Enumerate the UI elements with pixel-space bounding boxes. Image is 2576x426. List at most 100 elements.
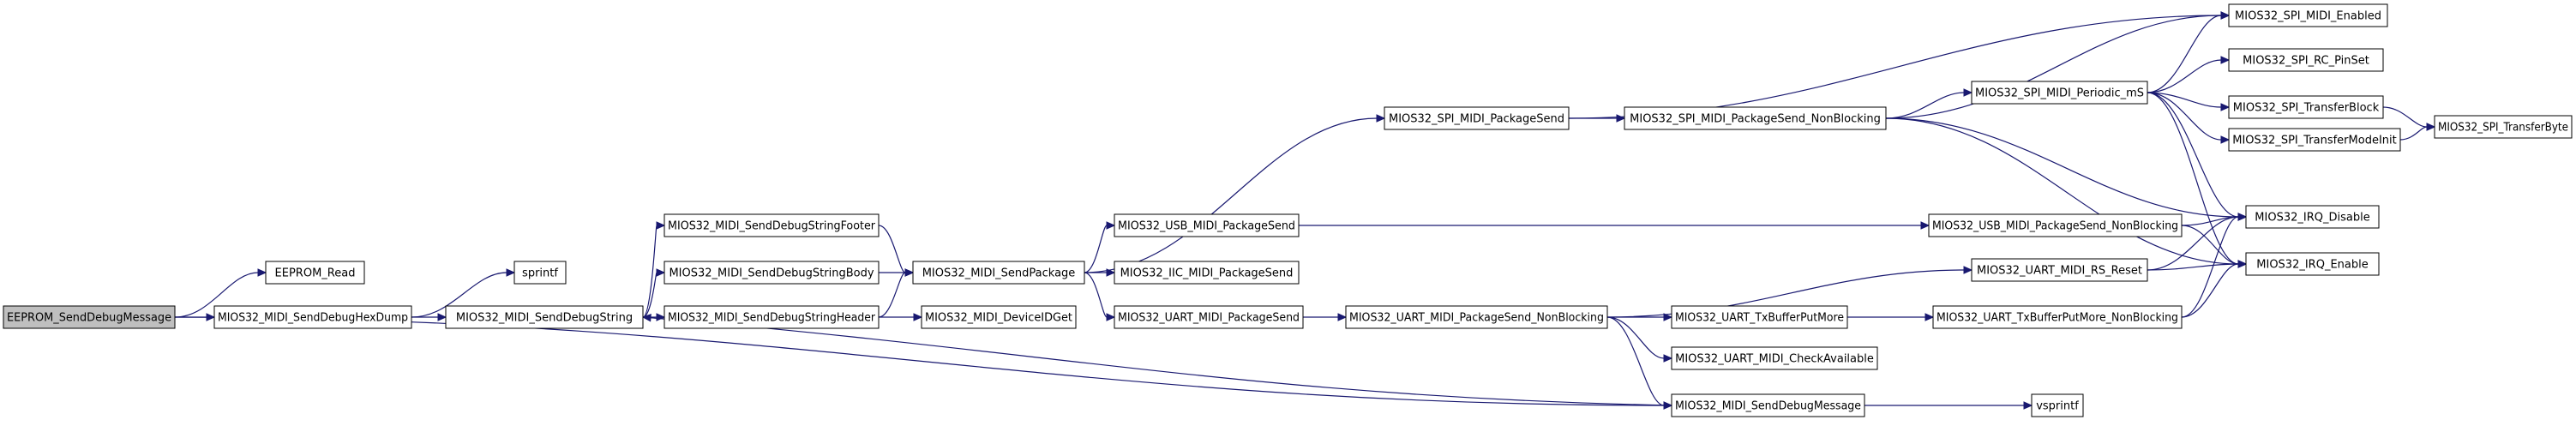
node-n24[interactable]: MIOS32_USB_MIDI_PackageSend_NonBlocking bbox=[1928, 213, 2183, 237]
node-label: MIOS32_MIDI_SendDebugStringHeader bbox=[668, 312, 876, 325]
node-label: MIOS32_UART_TxBufferPutMore_NonBlocking bbox=[1937, 312, 2178, 325]
node-n19[interactable]: MIOS32_SPI_MIDI_Periodic_mS bbox=[1971, 81, 2148, 105]
edge-n25-to-n30 bbox=[2147, 263, 2239, 271]
node-box[interactable] bbox=[2245, 205, 2380, 229]
node-box[interactable] bbox=[921, 305, 1077, 329]
node-n9[interactable]: MIOS32_MIDI_SendPackage bbox=[912, 261, 1085, 285]
node-box[interactable] bbox=[912, 261, 1085, 285]
edge-n5-to-n9 bbox=[878, 225, 906, 273]
node-box[interactable] bbox=[664, 305, 880, 329]
node-label: MIOS32_UART_MIDI_RS_Reset bbox=[1977, 265, 2142, 278]
edge-n19-to-n29 bbox=[2147, 92, 2239, 218]
node-n5[interactable]: MIOS32_MIDI_SendDebugStringFooter bbox=[664, 213, 880, 237]
node-n6[interactable]: MIOS32_MIDI_SendDebugStringBody bbox=[664, 261, 880, 285]
arrowhead-n15-to-n27 bbox=[1663, 354, 1673, 363]
node-box[interactable] bbox=[1384, 106, 1570, 130]
node-n22[interactable]: MIOS32_SPI_TransferModeInit bbox=[2228, 128, 2401, 152]
node-box[interactable] bbox=[1345, 305, 1608, 329]
node-box[interactable] bbox=[2228, 3, 2388, 27]
node-box[interactable] bbox=[2031, 393, 2084, 417]
node-n15[interactable]: MIOS32_UART_MIDI_PackageSend_NonBlocking bbox=[1345, 305, 1608, 329]
arrowhead-n4-to-n6 bbox=[656, 268, 666, 277]
node-box[interactable] bbox=[2228, 128, 2401, 152]
node-n17[interactable]: vsprintf bbox=[2031, 393, 2084, 417]
node-label: MIOS32_MIDI_SendDebugMessage bbox=[1675, 400, 1861, 413]
edge-n19-to-n30 bbox=[2147, 92, 2239, 265]
edge-n25-to-n29 bbox=[2147, 216, 2239, 271]
node-label: vsprintf bbox=[2036, 400, 2079, 413]
node-box[interactable] bbox=[445, 305, 644, 329]
node-label: MIOS32_MIDI_SendDebugHexDump bbox=[218, 312, 408, 325]
edge-n19-to-n21 bbox=[2147, 92, 2222, 108]
node-box[interactable] bbox=[2245, 252, 2380, 276]
edge-n19-to-n22 bbox=[2147, 92, 2222, 141]
node-box[interactable] bbox=[1671, 346, 1878, 370]
node-n13[interactable]: MIOS32_UART_MIDI_PackageSend bbox=[1114, 305, 1304, 329]
node-box[interactable] bbox=[213, 305, 412, 329]
node-box[interactable] bbox=[1971, 258, 2148, 282]
node-box[interactable] bbox=[1671, 393, 1865, 417]
node-label: MIOS32_SPI_MIDI_Periodic_mS bbox=[1975, 87, 2144, 100]
node-n1[interactable]: EEPROM_Read bbox=[265, 261, 365, 285]
node-box[interactable] bbox=[265, 261, 365, 285]
arrowhead-n19-to-n20 bbox=[2220, 56, 2231, 64]
node-label: MIOS32_MIDI_DeviceIDGet bbox=[925, 312, 1072, 325]
edge-n15-to-n16 bbox=[1606, 316, 1665, 406]
root-node-box[interactable] bbox=[3, 305, 176, 329]
node-n12[interactable]: MIOS32_IIC_MIDI_PackageSend bbox=[1114, 261, 1300, 285]
edge-n15-to-n25 bbox=[1606, 269, 1965, 318]
arrowhead-n28-to-n30 bbox=[2237, 260, 2248, 268]
node-box[interactable] bbox=[2228, 48, 2384, 72]
arrowhead-n13-to-n15 bbox=[1337, 313, 1348, 321]
edge-n19-to-n18 bbox=[2147, 15, 2222, 93]
node-n0[interactable]: EEPROM_SendDebugMessage bbox=[3, 305, 176, 329]
node-n25[interactable]: MIOS32_UART_MIDI_RS_Reset bbox=[1971, 258, 2148, 282]
node-n14[interactable]: MIOS32_SPI_MIDI_PackageSend_NonBlocking bbox=[1624, 106, 1887, 130]
edges-layer bbox=[174, 11, 2436, 410]
node-n29[interactable]: MIOS32_IRQ_Disable bbox=[2245, 205, 2380, 229]
edge-n21-to-n23 bbox=[2382, 106, 2428, 128]
node-n30[interactable]: MIOS32_IRQ_Enable bbox=[2245, 252, 2380, 276]
node-box[interactable] bbox=[2434, 115, 2573, 139]
node-n7[interactable]: MIOS32_MIDI_SendDebugStringHeader bbox=[664, 305, 880, 329]
node-box[interactable] bbox=[1971, 81, 2148, 105]
node-n4[interactable]: MIOS32_MIDI_SendDebugString bbox=[445, 305, 644, 329]
node-box[interactable] bbox=[664, 213, 880, 237]
node-n21[interactable]: MIOS32_SPI_TransferBlock bbox=[2228, 95, 2384, 119]
node-box[interactable] bbox=[1114, 305, 1304, 329]
node-label: MIOS32_MIDI_SendDebugStringBody bbox=[669, 267, 874, 280]
node-n2[interactable]: MIOS32_MIDI_SendDebugHexDump bbox=[213, 305, 412, 329]
node-n11[interactable]: MIOS32_USB_MIDI_PackageSend bbox=[1114, 213, 1300, 237]
arrowhead-n7-to-n8 bbox=[913, 313, 923, 321]
node-label: MIOS32_MIDI_SendPackage bbox=[922, 267, 1076, 280]
node-n16[interactable]: MIOS32_MIDI_SendDebugMessage bbox=[1671, 393, 1865, 417]
node-label: sprintf bbox=[522, 267, 558, 280]
edge-n14-to-n29 bbox=[1885, 117, 2239, 218]
node-label: MIOS32_SPI_TransferModeInit bbox=[2232, 135, 2396, 147]
arrowhead-n19-to-n22 bbox=[2220, 135, 2231, 144]
node-label: MIOS32_MIDI_SendDebugString bbox=[456, 312, 633, 325]
node-n26[interactable]: MIOS32_UART_TxBufferPutMore bbox=[1671, 305, 1848, 329]
node-n3[interactable]: sprintf bbox=[513, 261, 567, 285]
node-label: MIOS32_UART_MIDI_PackageSend bbox=[1118, 312, 1300, 325]
node-box[interactable] bbox=[513, 261, 567, 285]
node-box[interactable] bbox=[1624, 106, 1887, 130]
node-label: MIOS32_UART_MIDI_PackageSend_NonBlocking bbox=[1349, 312, 1604, 325]
arrowhead-n9-to-n10 bbox=[1376, 114, 1386, 123]
node-n28[interactable]: MIOS32_UART_TxBufferPutMore_NonBlocking bbox=[1932, 305, 2183, 329]
node-box[interactable] bbox=[2228, 95, 2384, 119]
node-box[interactable] bbox=[1932, 305, 2183, 329]
node-box[interactable] bbox=[1928, 213, 2183, 237]
node-n27[interactable]: MIOS32_UART_MIDI_CheckAvailable bbox=[1671, 346, 1878, 370]
node-n18[interactable]: MIOS32_SPI_MIDI_Enabled bbox=[2228, 3, 2388, 27]
node-n23[interactable]: MIOS32_SPI_TransferByte bbox=[2434, 115, 2573, 139]
node-n8[interactable]: MIOS32_MIDI_DeviceIDGet bbox=[921, 305, 1077, 329]
node-box[interactable] bbox=[1114, 213, 1300, 237]
node-box[interactable] bbox=[1671, 305, 1848, 329]
node-n20[interactable]: MIOS32_SPI_RC_PinSet bbox=[2228, 48, 2384, 72]
node-n10[interactable]: MIOS32_SPI_MIDI_PackageSend bbox=[1384, 106, 1570, 130]
node-box[interactable] bbox=[664, 261, 880, 285]
node-box[interactable] bbox=[1114, 261, 1300, 285]
arrowhead-n19-to-n18 bbox=[2220, 11, 2231, 20]
arrowhead-n22-to-n23 bbox=[2426, 123, 2436, 131]
